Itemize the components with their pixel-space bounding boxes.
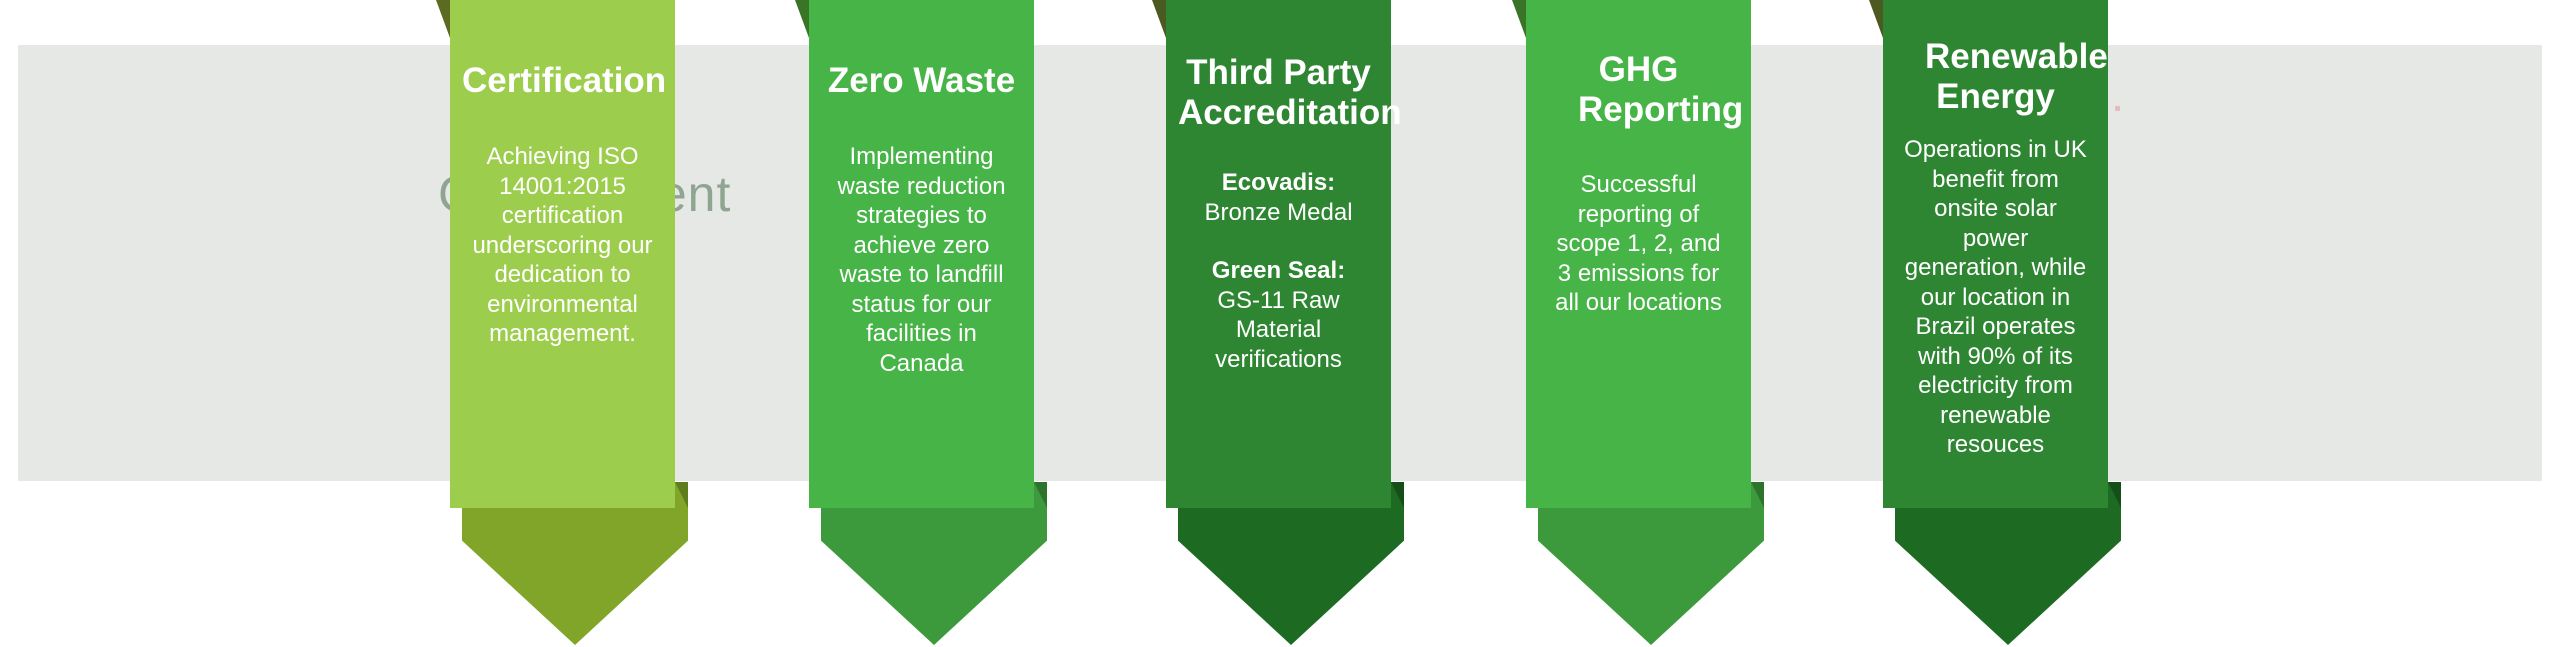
banner-text: Successful reporting of scope 1, 2, and … xyxy=(1555,171,1722,316)
banner-third-party-accreditation: Third Party Accreditation Ecovadis: Bron… xyxy=(1152,0,1406,647)
banner-title: Zero Waste xyxy=(827,61,1016,100)
banner-body: GHG Reporting Successful reporting of sc… xyxy=(1526,0,1751,508)
banner-ghg-reporting: GHG Reporting Successful reporting of sc… xyxy=(1512,0,1766,647)
decorative-dot xyxy=(2115,106,2120,111)
banner-certification: Certification Achieving ISO 14001:2015 c… xyxy=(436,0,690,647)
banner-body: Third Party Accreditation Ecovadis: Bron… xyxy=(1166,0,1402,508)
banner-body: Zero Waste Implementing waste reduction … xyxy=(809,0,1034,508)
accreditation-label: Green Seal: xyxy=(1211,257,1346,284)
banner-title: Third Party Accreditation xyxy=(1178,53,1402,132)
ribbon-fold xyxy=(436,0,450,38)
ribbon-fold xyxy=(795,0,809,38)
banner-text: Implementing waste reduction strategies … xyxy=(837,143,1006,377)
accreditation-value: Bronze Medal xyxy=(1204,198,1353,226)
banner-text: Achieving ISO 14001:2015 certification u… xyxy=(472,143,653,347)
banner-text: Operations in UK benefit from onsite sol… xyxy=(1904,136,2087,458)
accreditation-value: GS-11 Raw Material verifications xyxy=(1215,286,1342,373)
ribbon-fold xyxy=(1869,0,1883,38)
banner-title: Certification xyxy=(462,61,667,100)
banner-renewable-energy: Renewable Energy Operations in UK benefi… xyxy=(1869,0,2123,647)
accreditation-list: Ecovadis: Bronze Medal Green Seal: GS-11… xyxy=(1178,168,1379,374)
ribbon-fold xyxy=(1152,0,1166,38)
accreditation-label: Ecovadis: xyxy=(1221,169,1336,196)
banner-title: GHG Reporting xyxy=(1578,50,1744,129)
banner-body: Renewable Energy Operations in UK benefi… xyxy=(1883,0,2108,508)
banner-zero-waste: Zero Waste Implementing waste reduction … xyxy=(795,0,1049,647)
banner-title: Renewable Energy xyxy=(1925,37,2108,116)
ribbon-fold xyxy=(1512,0,1526,38)
banner-body: Certification Achieving ISO 14001:2015 c… xyxy=(450,0,675,508)
